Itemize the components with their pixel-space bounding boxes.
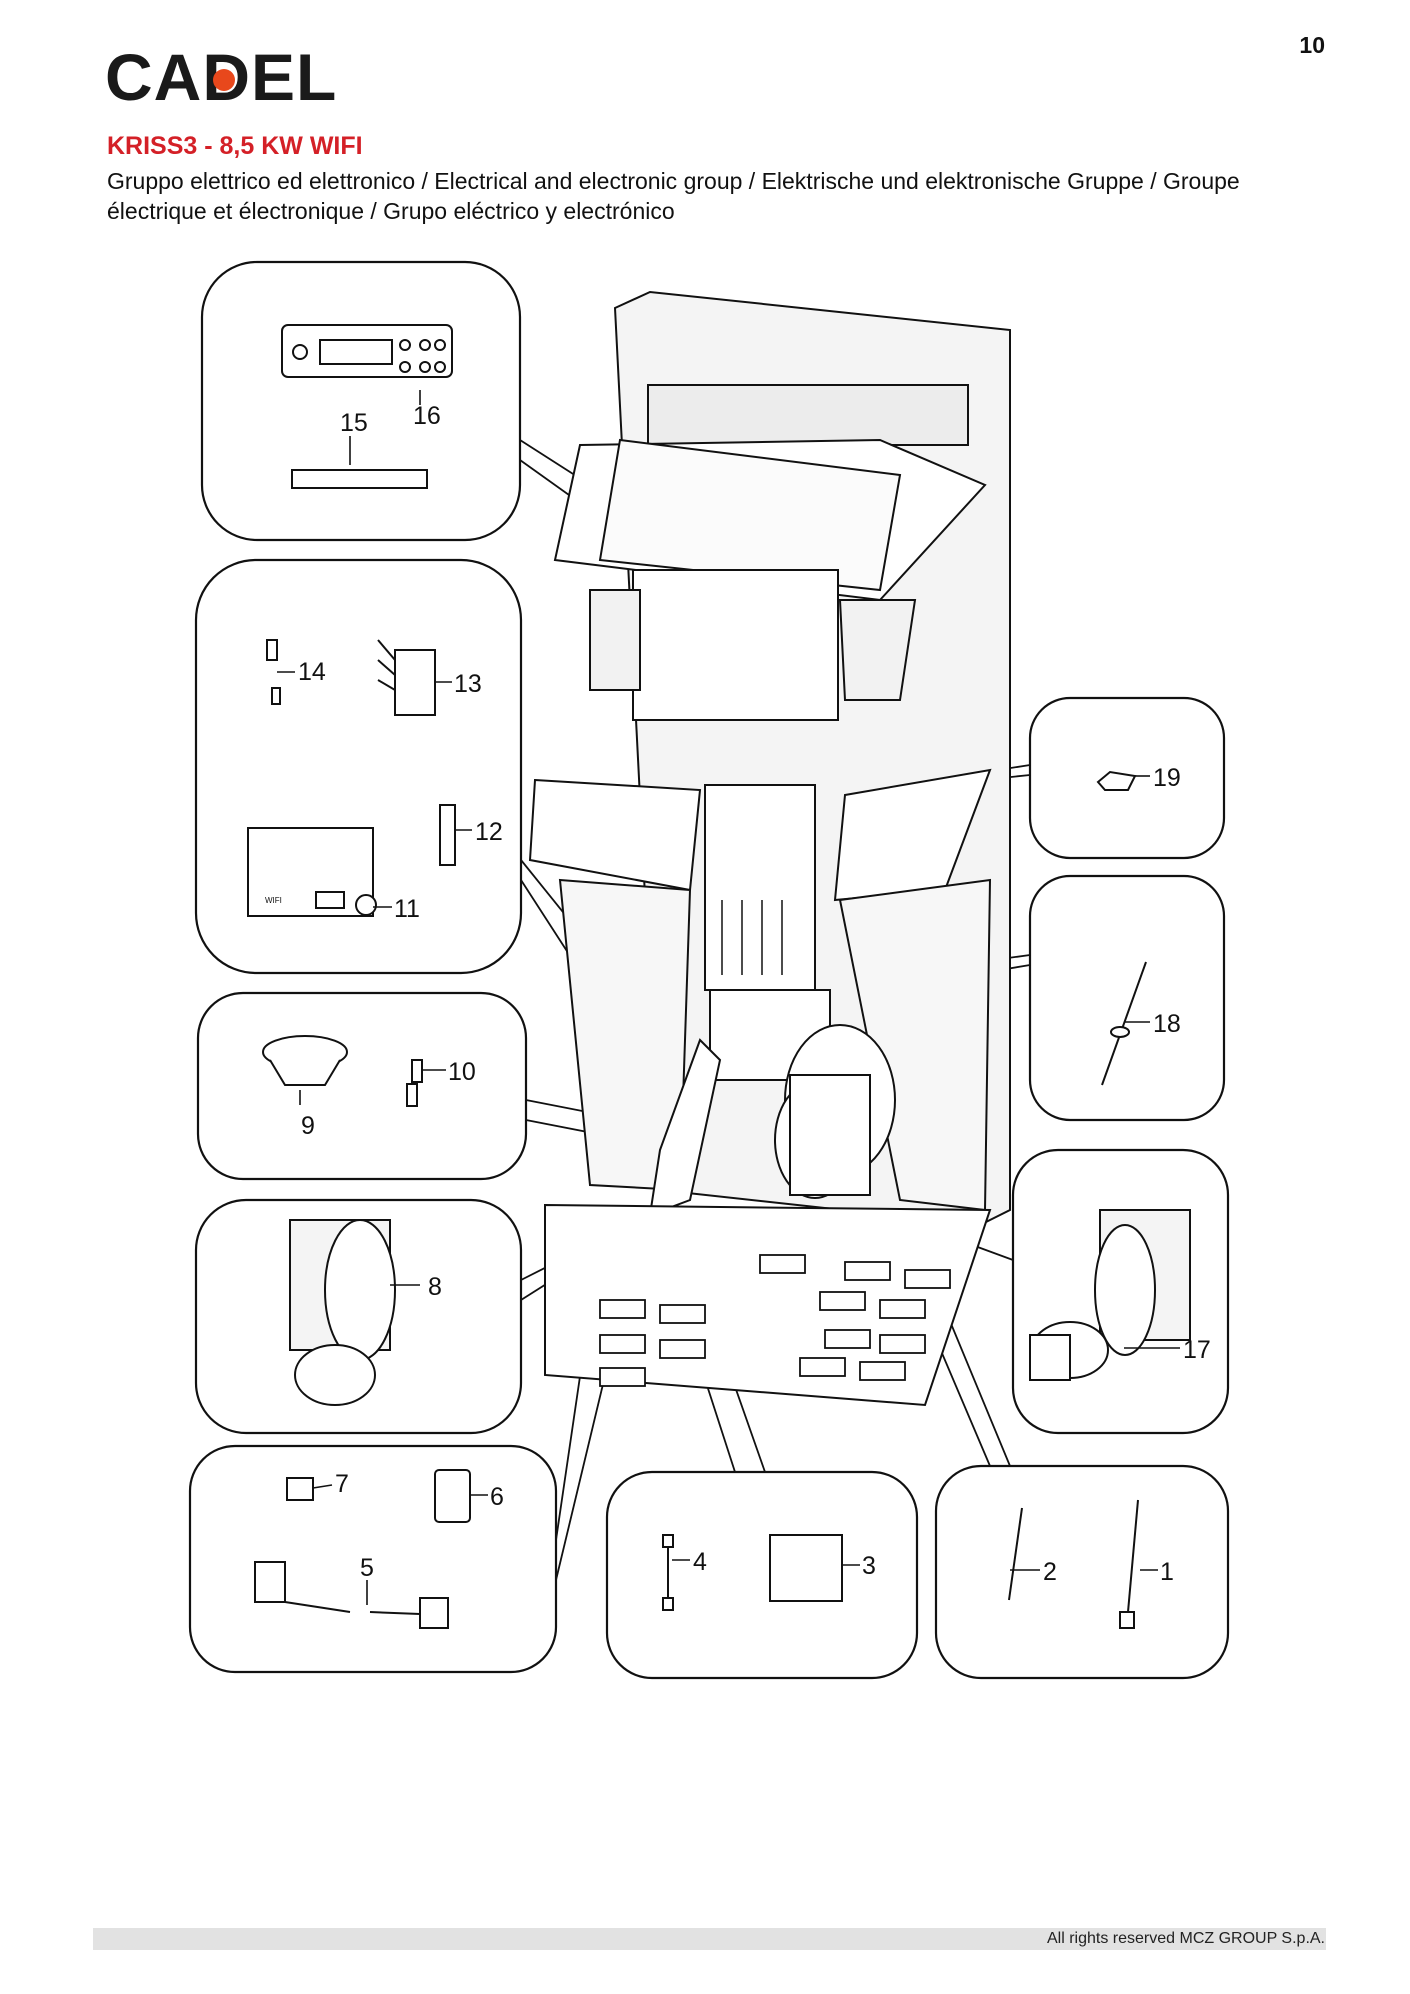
- callout-11: 11: [394, 895, 420, 923]
- callout-18: 18: [1153, 1010, 1181, 1038]
- callout-5: 5: [360, 1554, 374, 1582]
- callout-3: 3: [862, 1552, 876, 1580]
- callout-17: 17: [1183, 1336, 1211, 1364]
- bubble-part-18: [1028, 874, 1226, 1122]
- callout-7: 7: [335, 1470, 349, 1498]
- callout-16: 16: [413, 402, 441, 430]
- footer-bar: [93, 1928, 1326, 1950]
- section-subtitle: Gruppo elettrico ed elettronico / Electr…: [107, 168, 1240, 224]
- bubble-cable-4-3: [605, 1470, 919, 1680]
- callout-2: 2: [1043, 1558, 1057, 1586]
- callout-10: 10: [448, 1058, 476, 1086]
- bubble-control-board: [194, 558, 523, 975]
- callout-4: 4: [693, 1548, 707, 1576]
- callout-6: 6: [490, 1483, 504, 1511]
- board-label: WIFI: [265, 896, 282, 905]
- callout-8: 8: [428, 1273, 442, 1301]
- callout-12: 12: [475, 818, 503, 846]
- brand-logo: CADEL: [105, 42, 337, 112]
- bubble-part-19: [1028, 696, 1226, 860]
- logo-accent-dot: [213, 69, 235, 91]
- bubble-fan-8: [194, 1198, 523, 1435]
- bubble-power-parts: [188, 1444, 558, 1674]
- footer-copyright: All rights reserved MCZ GROUP S.p.A.: [1047, 1930, 1325, 1947]
- callout-19: 19: [1153, 764, 1181, 792]
- bubble-fan-17: [1011, 1148, 1230, 1435]
- model-title: KRISS3 - 8,5 KW WIFI: [107, 132, 363, 160]
- bubble-display-panel: [200, 260, 522, 542]
- bubble-sensors: [196, 991, 528, 1181]
- callout-15: 15: [340, 409, 368, 437]
- callout-13: 13: [454, 670, 482, 698]
- callout-9: 9: [301, 1112, 315, 1140]
- callout-14: 14: [298, 658, 326, 686]
- page-number: 10: [1299, 32, 1325, 58]
- bubble-probes-2-1: [934, 1464, 1230, 1680]
- callout-1: 1: [1160, 1558, 1174, 1586]
